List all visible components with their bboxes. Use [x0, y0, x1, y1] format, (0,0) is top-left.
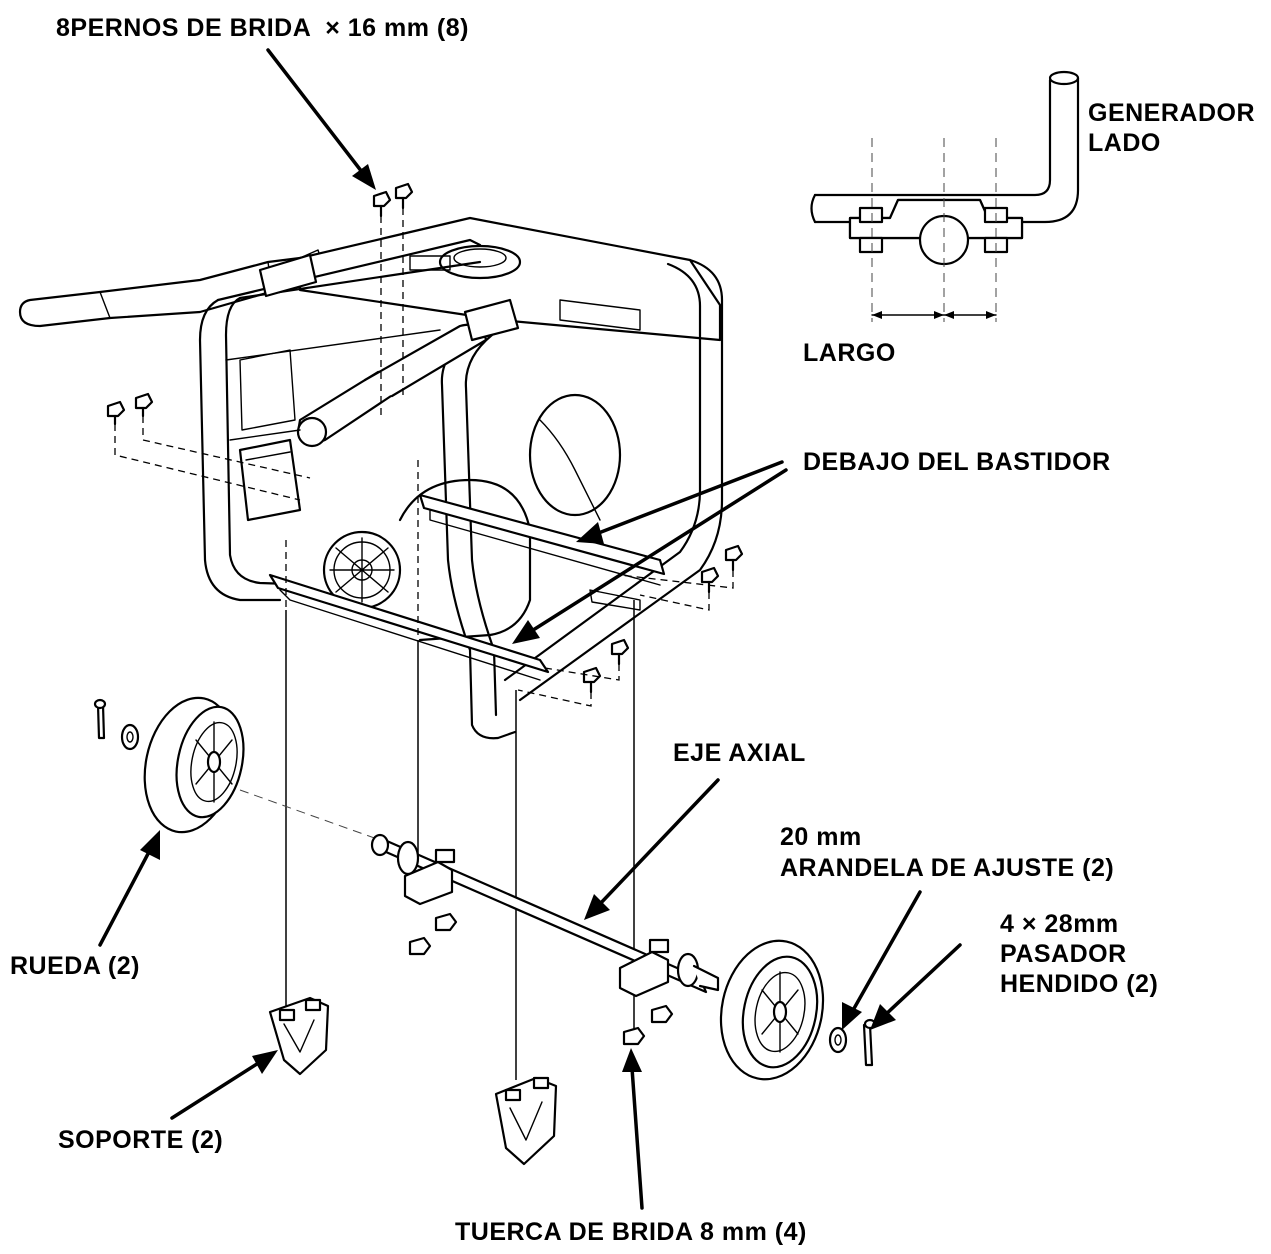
label-flange-bolts: 8PERNOS DE BRIDA × 16 mm (8) — [56, 14, 469, 42]
label-stand: SOPORTE (2) — [58, 1126, 224, 1154]
label-pin-size: 4 × 28mm — [1000, 910, 1119, 938]
label-long: LARGO — [803, 339, 896, 367]
flange-nuts — [408, 912, 674, 1046]
wheel-left — [93, 696, 245, 834]
stands — [268, 996, 558, 1166]
axle — [370, 833, 720, 998]
label-wheel: RUEDA (2) — [10, 952, 140, 980]
label-generator: GENERADOR — [1088, 99, 1256, 127]
wheel-right — [719, 939, 877, 1081]
label-axle: EJE AXIAL — [673, 739, 806, 767]
long-guides — [239, 600, 635, 1080]
flange-bolts — [106, 182, 744, 694]
label-under-frame: DEBAJO DEL BASTIDOR — [803, 448, 1111, 476]
label-side: LADO — [1088, 129, 1161, 157]
label-pin: PASADOR — [1000, 940, 1127, 968]
bolt-guides — [114, 208, 734, 707]
inset-detail — [810, 70, 1080, 322]
label-pin-split: HENDIDO (2) — [1000, 970, 1159, 998]
generator-frame — [198, 216, 724, 740]
label-flange-nut: TUERCA DE BRIDA 8 mm (4) — [455, 1218, 807, 1246]
callout-arrows — [98, 48, 962, 1210]
label-washer-size: 20 mm — [780, 823, 862, 851]
label-washer: ARANDELA DE AJUSTE (2) — [780, 854, 1115, 882]
